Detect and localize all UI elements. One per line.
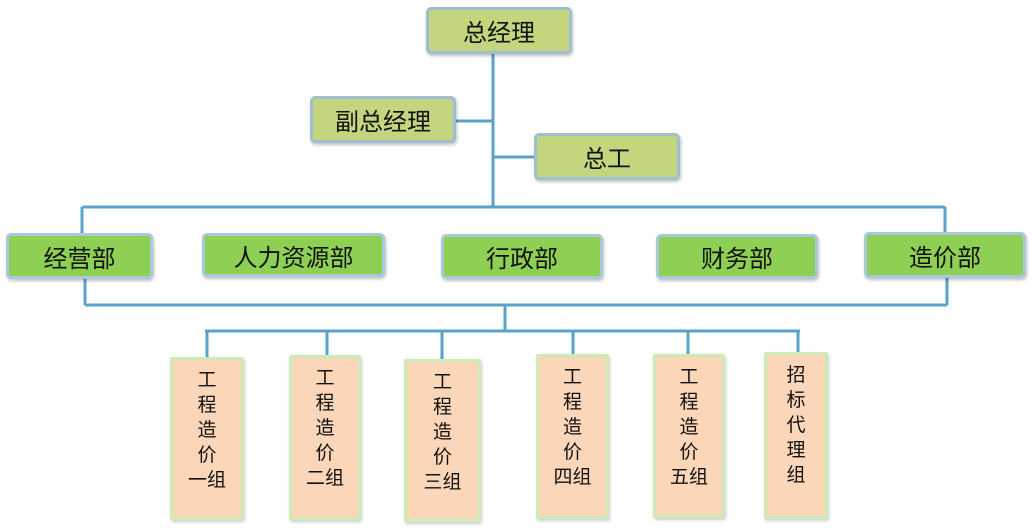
deputy-gm-node: 副总经理 xyxy=(310,96,456,143)
group-cost-3: 工 程 造 价 三组 xyxy=(404,359,481,522)
department-label: 造价部 xyxy=(909,243,981,272)
group-bidding-agency: 招 标 代 理 组 xyxy=(764,352,828,519)
group-label: 工 程 造 价 二组 xyxy=(305,367,344,489)
deputy-gm-label: 副总经理 xyxy=(335,108,431,136)
group-label: 工 程 造 价 一组 xyxy=(187,369,226,491)
group-label: 工 程 造 价 五组 xyxy=(669,366,708,488)
department-hr: 人力资源部 xyxy=(202,233,385,277)
chief-engineer-label: 总工 xyxy=(583,145,631,173)
group-cost-4: 工 程 造 价 四组 xyxy=(536,354,609,519)
group-label: 工 程 造 价 四组 xyxy=(553,366,592,488)
department-label: 财务部 xyxy=(701,245,773,273)
department-label: 人力资源部 xyxy=(233,243,354,272)
department-label: 行政部 xyxy=(486,245,558,273)
group-label: 工 程 造 价 三组 xyxy=(423,371,462,493)
group-cost-1: 工 程 造 价 一组 xyxy=(170,357,244,520)
department-admin: 行政部 xyxy=(441,234,603,279)
group-cost-2: 工 程 造 价 二组 xyxy=(289,355,361,520)
department-business: 经营部 xyxy=(6,233,153,279)
department-label: 经营部 xyxy=(43,244,116,273)
department-finance: 财务部 xyxy=(656,234,818,279)
group-cost-5: 工 程 造 价 五组 xyxy=(653,354,725,518)
group-label: 招 标 代 理 组 xyxy=(786,364,806,486)
general-manager-node: 总经理 xyxy=(426,7,572,54)
chief-engineer-node: 总工 xyxy=(534,133,680,180)
general-manager-label: 总经理 xyxy=(463,19,535,47)
department-cost: 造价部 xyxy=(864,232,1026,278)
